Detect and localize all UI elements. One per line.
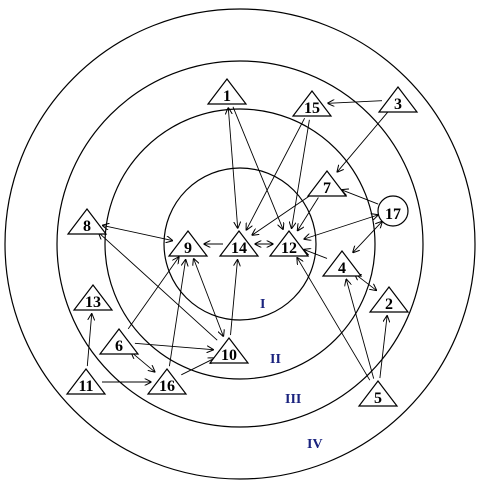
edge-6-16 <box>131 352 154 372</box>
node-7-label: 7 <box>323 180 331 197</box>
node-17-circle <box>377 195 409 227</box>
node-3-triangle <box>377 86 419 113</box>
node-6-label: 6 <box>115 338 123 355</box>
node-15-triangle <box>291 90 333 117</box>
node-7-triangle <box>306 170 348 197</box>
ring-label-ii: II <box>270 352 281 367</box>
node-6-triangle <box>98 328 140 355</box>
node-8-label: 8 <box>83 218 91 235</box>
ring-iv <box>4 8 476 480</box>
edges <box>86 101 389 382</box>
edge-16-9 <box>168 260 185 367</box>
edge-4-12 <box>304 250 328 259</box>
node-17-label: 17 <box>385 206 401 223</box>
node-16: 16 <box>146 368 188 395</box>
node-11-label: 11 <box>78 378 93 395</box>
edge-8-9 <box>103 225 173 240</box>
edge-3-7 <box>337 111 389 172</box>
edge-10-9 <box>194 259 224 336</box>
edge-15-12 <box>292 119 310 228</box>
node-15: 15 <box>291 90 333 117</box>
node-3-label: 3 <box>394 96 402 113</box>
node-12-triangle <box>268 230 310 257</box>
edge-6-10 <box>134 342 213 349</box>
node-8: 8 <box>66 208 108 235</box>
ring-labels: I II III IV <box>260 297 323 452</box>
node-9: 9 <box>167 230 209 257</box>
edge-15-14 <box>246 117 305 230</box>
node-16-triangle <box>146 368 188 395</box>
node-9-label: 9 <box>184 240 192 257</box>
node-11: 11 <box>65 368 107 395</box>
node-4-triangle <box>321 250 363 277</box>
node-16-label: 16 <box>159 378 175 395</box>
node-5-label: 5 <box>374 390 382 407</box>
node-2-triangle <box>368 286 410 313</box>
node-13-label: 13 <box>85 294 101 311</box>
ring-iii <box>56 60 424 428</box>
node-10: 10 <box>208 337 250 364</box>
node-10-label: 10 <box>221 347 237 364</box>
edge-16-10 <box>181 358 214 376</box>
ring-label-i: I <box>260 297 265 312</box>
edge-5-4 <box>346 279 375 379</box>
ring-label-iv: IV <box>307 437 323 452</box>
node-9-triangle <box>167 230 209 257</box>
edge-17-7 <box>342 190 379 205</box>
node-14-label: 14 <box>231 240 247 257</box>
node-15-label: 15 <box>304 100 320 117</box>
edge-5-2 <box>379 316 387 379</box>
edge-17-12 <box>304 215 378 239</box>
node-5-triangle <box>357 380 399 407</box>
node-12: 12 <box>268 230 310 257</box>
edge-1-12 <box>232 106 283 229</box>
node-2: 2 <box>368 286 410 313</box>
edge-3-15 <box>328 101 383 104</box>
node-17: 17 <box>377 195 409 227</box>
node-14: 14 <box>218 230 260 257</box>
node-1-label: 1 <box>223 88 231 105</box>
node-1-triangle <box>206 78 248 105</box>
node-8-triangle <box>66 208 108 235</box>
ring-label-iii: III <box>285 392 301 407</box>
edge-1-14 <box>228 108 237 228</box>
node-13-triangle <box>72 284 114 311</box>
node-12-label: 12 <box>281 240 297 257</box>
node-6: 6 <box>98 328 140 355</box>
edge-11-13 <box>86 314 91 367</box>
node-11-triangle <box>65 368 107 395</box>
node-1: 1 <box>206 78 248 105</box>
node-5: 5 <box>357 380 399 407</box>
edge-6-9 <box>127 257 179 330</box>
node-14-triangle <box>218 230 260 257</box>
node-3: 3 <box>377 86 419 113</box>
node-7: 7 <box>306 170 348 197</box>
node-2-label: 2 <box>385 296 393 313</box>
node-4: 4 <box>321 250 363 277</box>
edge-7-14 <box>252 192 315 235</box>
node-10-triangle <box>208 337 250 364</box>
edge-5-12 <box>297 258 371 381</box>
node-13: 13 <box>72 284 114 311</box>
node-4-label: 4 <box>338 260 346 277</box>
edge-17-4 <box>353 222 382 253</box>
edge-10-14 <box>230 260 238 336</box>
